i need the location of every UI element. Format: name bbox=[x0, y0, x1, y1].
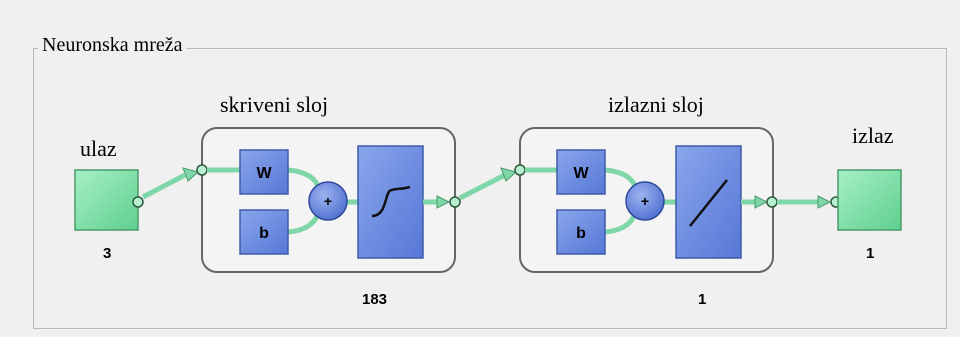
input-port bbox=[132, 196, 144, 208]
input-size: 3 bbox=[103, 245, 111, 262]
arrow-head bbox=[500, 167, 518, 182]
hidden-layer-label: skriveni sloj bbox=[220, 92, 328, 117]
hidden-sum-node bbox=[308, 181, 348, 221]
output-layer-label: izlazni sloj bbox=[608, 92, 704, 117]
output-weight-sum-line bbox=[604, 167, 638, 188]
network-frame bbox=[33, 48, 947, 329]
hidden-layer-size: 183 bbox=[362, 291, 387, 308]
hidden-input-port bbox=[196, 164, 208, 176]
hidden-bias-block bbox=[239, 209, 289, 255]
input-block bbox=[74, 169, 139, 231]
output-layer-input-port bbox=[514, 164, 526, 176]
hidden-weight-label: W bbox=[256, 165, 272, 182]
arrow-head bbox=[754, 195, 769, 209]
output-weight-label: W bbox=[573, 165, 589, 182]
panel-title: Neuronska mreža bbox=[38, 34, 187, 57]
output-label: izlaz bbox=[852, 123, 894, 148]
hidden-transfer-block bbox=[357, 145, 424, 259]
hidden-weight-block bbox=[239, 149, 289, 195]
output-bias-block bbox=[556, 209, 606, 255]
hidden-sum-symbol: + bbox=[324, 193, 332, 209]
input-label: ulaz bbox=[80, 136, 117, 161]
arrow-head bbox=[436, 195, 451, 209]
tansig-sigmoid-icon bbox=[371, 185, 411, 218]
hidden-bias-label: b bbox=[259, 225, 269, 242]
output-sum-node bbox=[625, 181, 665, 221]
arrow-head bbox=[182, 167, 200, 182]
connection-hidden-output bbox=[458, 172, 507, 201]
connection-input-hidden bbox=[141, 172, 187, 200]
hidden-output-port bbox=[449, 196, 461, 208]
output-block bbox=[837, 169, 902, 231]
purelin-linear-icon bbox=[689, 179, 728, 227]
output-size: 1 bbox=[866, 245, 874, 262]
output-sum-symbol: + bbox=[641, 193, 649, 209]
arrow-head bbox=[817, 195, 832, 209]
hidden-weight-sum-line bbox=[287, 167, 321, 188]
output-bias-label: b bbox=[576, 225, 586, 242]
output-layer-size: 1 bbox=[698, 291, 706, 308]
output-weight-block bbox=[556, 149, 606, 195]
output-layer-output-port bbox=[766, 196, 778, 208]
